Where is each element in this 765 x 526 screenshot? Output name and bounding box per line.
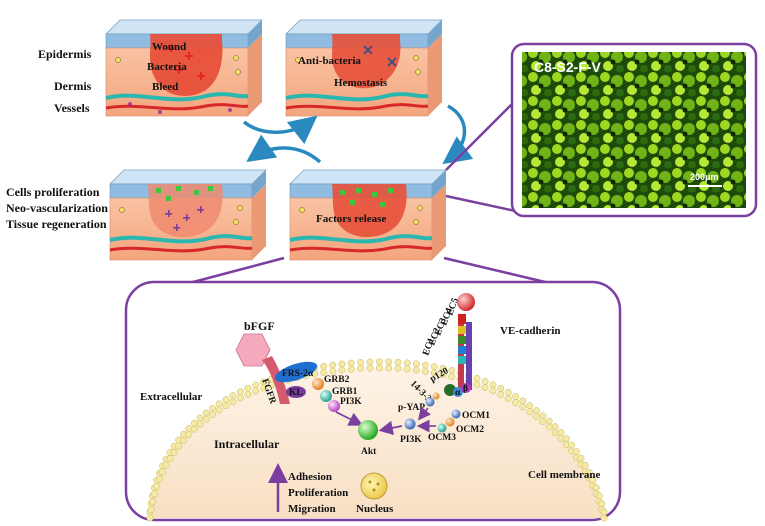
akt-icon [358,420,378,440]
label-pi3k-left: PI3K [340,397,362,407]
label-bacteria: Bacteria [147,61,187,73]
label-p-yap: p-YAP [398,403,425,413]
label-frs2: FRS-2α [282,369,314,379]
beta-catenin-icon [461,383,471,393]
stage-labels: Epidermis Dermis Vessels Wound Bacteria … [6,41,388,231]
label-tissue-regeneration: Tissue regeneration [6,217,107,231]
label-neo-vascularization: Neo-vascularization [6,201,108,215]
14-3-3-icon [432,392,440,400]
arrow-block2-to-block4 [442,104,474,165]
arrow-block4-to-block3 [246,134,322,164]
label-hemostasis: Hemostasis [334,77,388,89]
pi3k-right-icon [404,418,416,430]
label-ocm1: OCM1 [462,411,490,421]
label-adhesion: Adhesion [288,471,332,483]
pi3k-left-icon [328,400,340,412]
label-grb1: GRB1 [332,387,358,397]
label-ocm3: OCM3 [428,433,456,443]
label-cell-membrane: Cell membrane [528,469,601,481]
grb1-icon [320,390,332,402]
label-migration: Migration [288,503,336,515]
label-bfgf: bFGF [244,319,275,333]
ocm1-icon [451,409,461,419]
label-proliferation: Proliferation [288,487,348,499]
label-extracellular: Extracellular [140,391,202,403]
micrograph-inset: C8-S2-F-V 200μm [445,42,758,218]
frs2-icon [274,361,318,383]
label-pi3k-right: PI3K [400,435,422,445]
scale-bar-label: 200μm [690,172,719,182]
label-ve-cadherin: VE-cadherin [500,325,561,337]
label-anti-bacteria: Anti-bacteria [298,55,361,67]
skin-block-wound [105,19,263,117]
label-cells-proliferation: Cells proliferation [6,185,100,199]
label-intracellular: Intracellular [214,437,280,451]
grb2-icon [312,378,324,390]
bfgf-ligand-icon [235,333,271,367]
kl-icon [286,386,306,398]
alpha-catenin-icon [453,387,463,397]
label-wound: Wound [152,41,186,53]
skin-block-factors-release [289,169,447,261]
label-vessels: Vessels [54,101,90,115]
arrow-block1-to-block2 [242,115,318,145]
ocm3-icon [437,423,447,433]
label-factors-release: Factors release [316,213,386,225]
skin-block-regeneration [109,169,267,261]
cell-signaling-panel: FGFR FRS-2α KL GRB2 GRB1 PI3K Akt EC5 EC… [124,256,622,522]
label-akt: Akt [361,447,377,457]
label-grb2: GRB2 [324,375,350,385]
nucleus-icon [360,472,388,500]
label-nucleus: Nucleus [356,503,394,515]
label-bleed: Bleed [152,81,178,93]
label-dermis: Dermis [54,79,92,93]
skin-block-hemostasis [285,19,443,117]
cycle-arrows [242,104,474,165]
micrograph-label: C8-S2-F-V [534,59,602,75]
micrograph-image [522,52,746,208]
label-ocm2: OCM2 [456,425,484,435]
label-alpha: α [455,388,461,398]
label-epidermis: Epidermis [38,47,92,61]
ocm2-icon [445,417,455,427]
p-yap-icon [425,397,435,407]
p120-icon [444,384,456,396]
label-kl: KL [289,388,303,398]
label-beta: β [463,384,468,394]
ve-cadherin-icon [457,293,475,390]
